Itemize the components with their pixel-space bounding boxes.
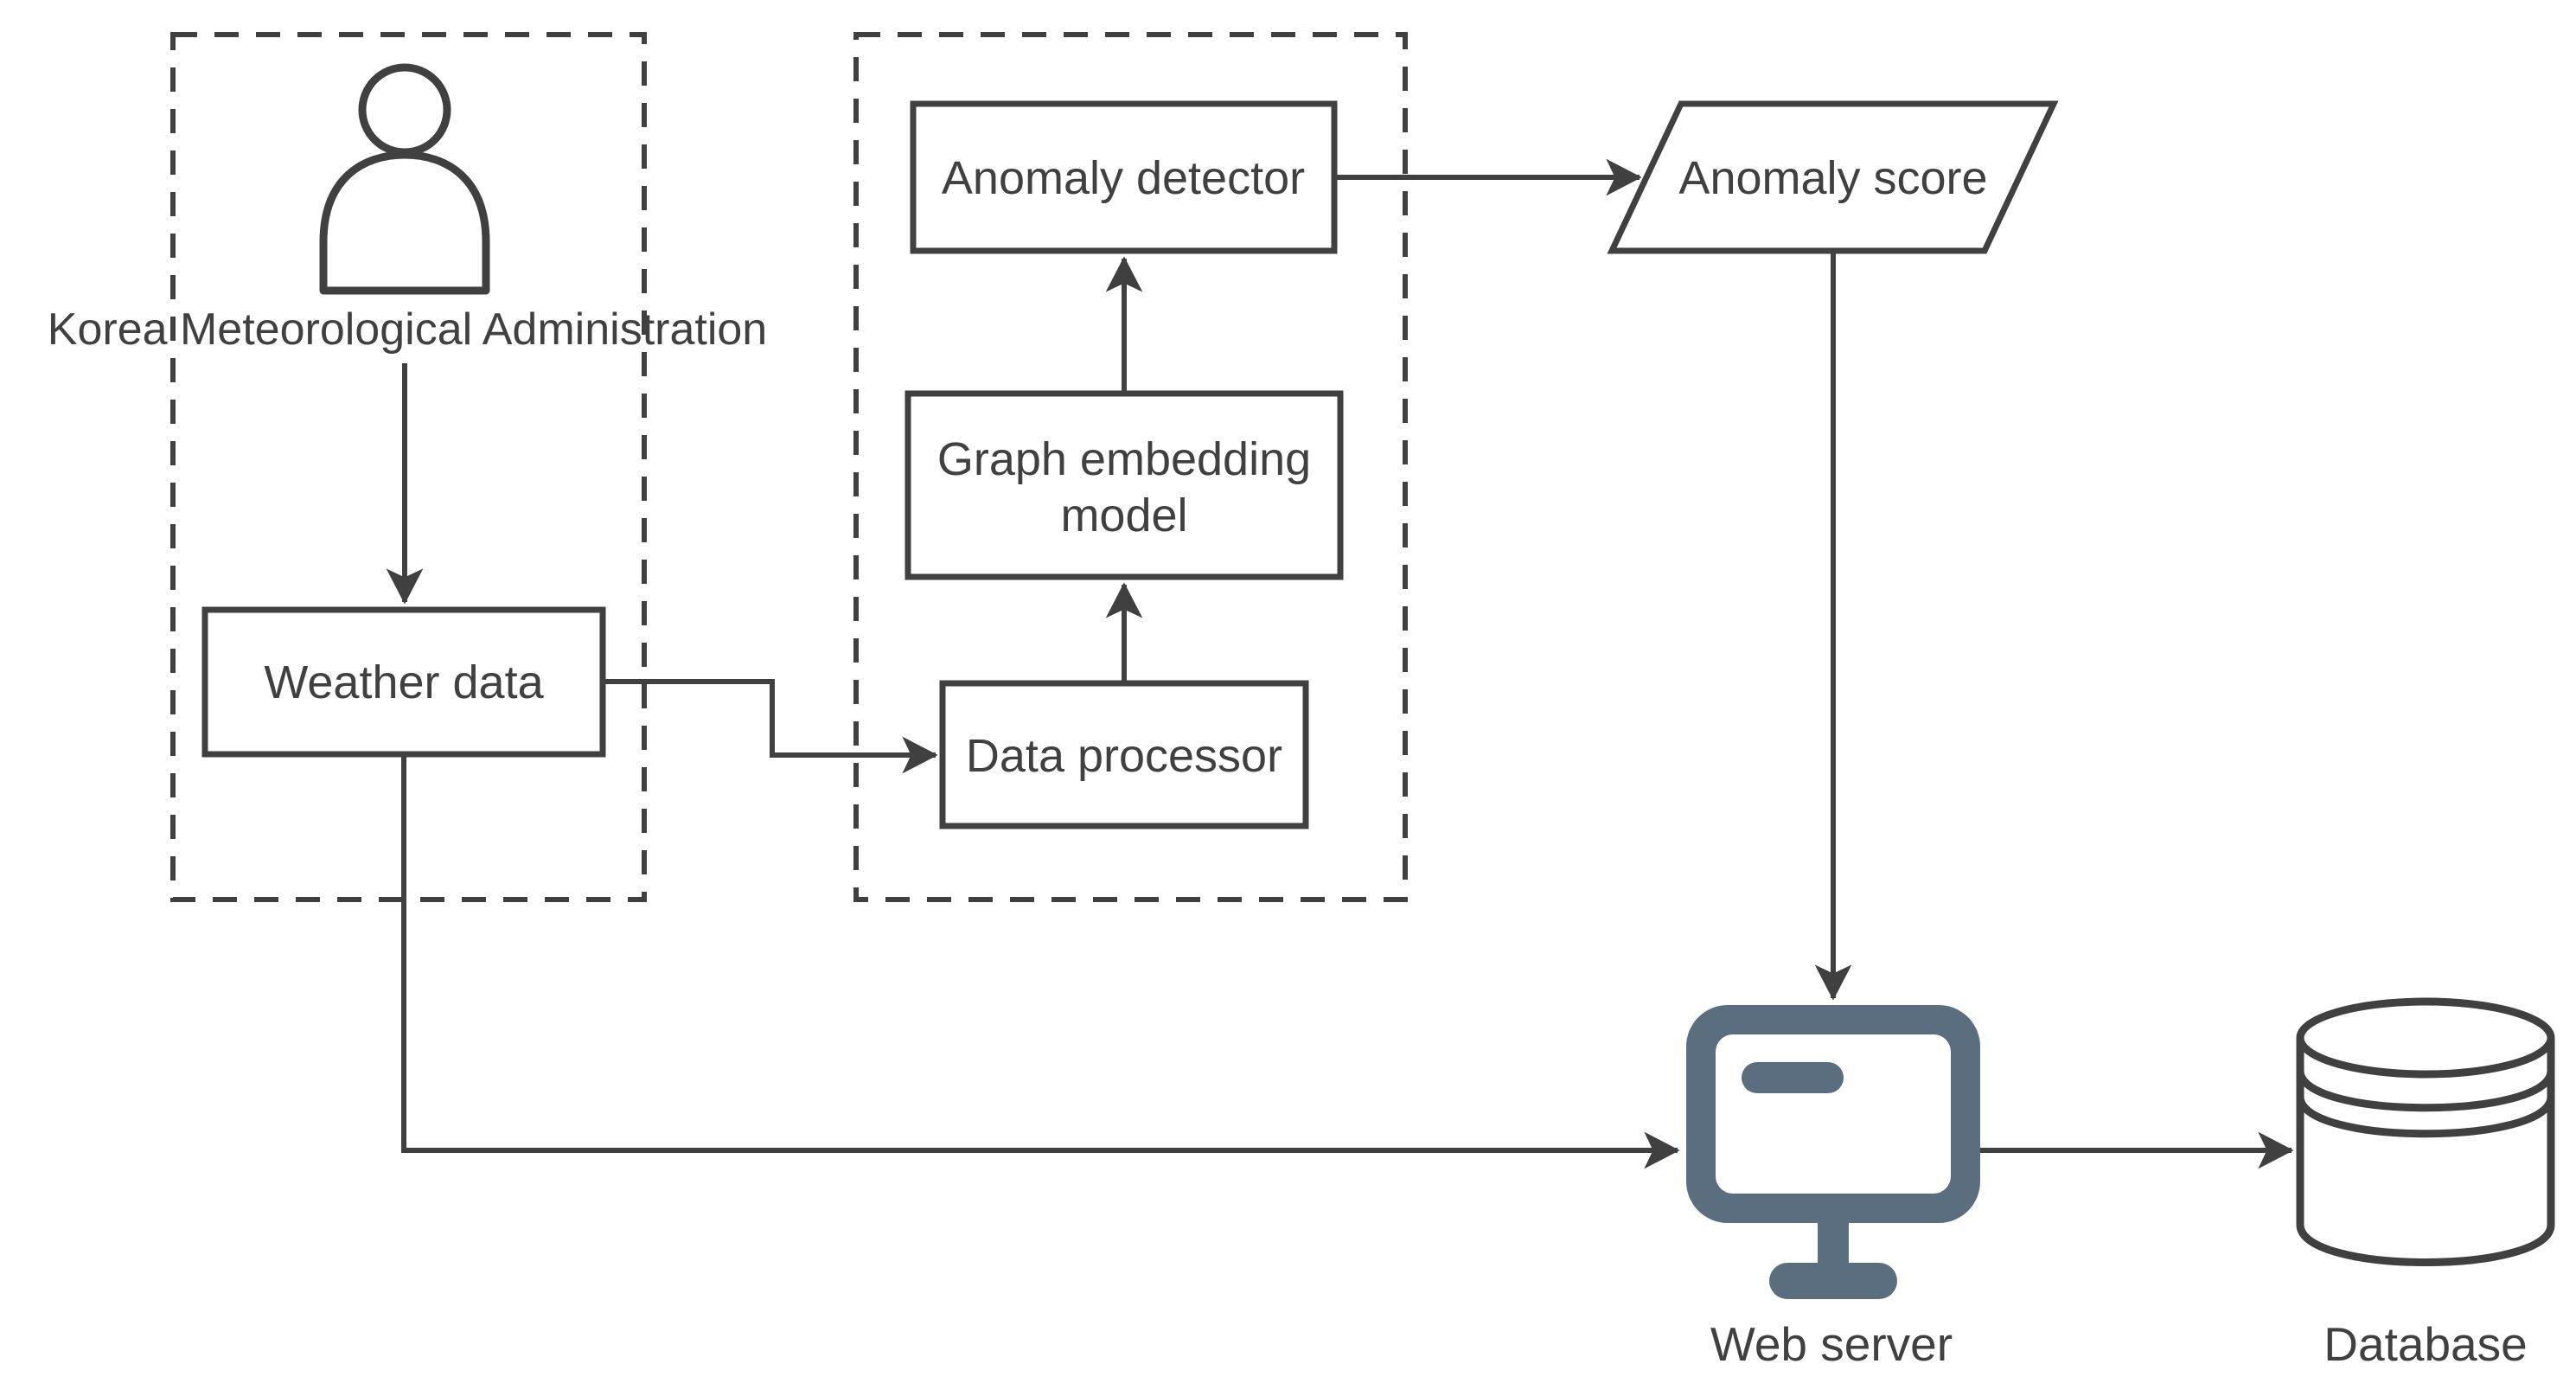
anomaly-detector-node: Anomaly detector (910, 100, 1338, 254)
kma-group-label: Korea Meteorological Administration (48, 304, 767, 355)
anomaly-score-label: Anomaly score (1678, 152, 1987, 204)
weather-data-node: Weather data (201, 606, 606, 758)
database-label: Database (2324, 1317, 2527, 1371)
kma-group-box (170, 32, 647, 902)
monitor-icon (1686, 1005, 1980, 1299)
graph-embedding-label-line1: Graph embedding (937, 433, 1311, 485)
edge-weather-data-to-data-processor (603, 679, 938, 774)
weather-data-label: Weather data (264, 656, 544, 708)
anomaly-score-node: Anomaly score (1607, 100, 2059, 254)
database-node: Database (2296, 997, 2555, 1371)
anomaly-detector-label: Anomaly detector (942, 152, 1305, 204)
graph-embedding-model-node: Graph embedding model (904, 390, 1344, 580)
database-cylinder-icon (2296, 997, 2555, 1266)
graph-embedding-label-line2: model (1060, 490, 1187, 541)
web-server-label: Web server (1710, 1317, 1953, 1371)
web-server-node: Web server (1686, 1005, 1980, 1371)
data-processor-node: Data processor (939, 680, 1309, 829)
data-processor-label: Data processor (966, 730, 1282, 782)
user-icon (319, 63, 490, 295)
edge-weather-data-to-web-server (401, 754, 1680, 1169)
